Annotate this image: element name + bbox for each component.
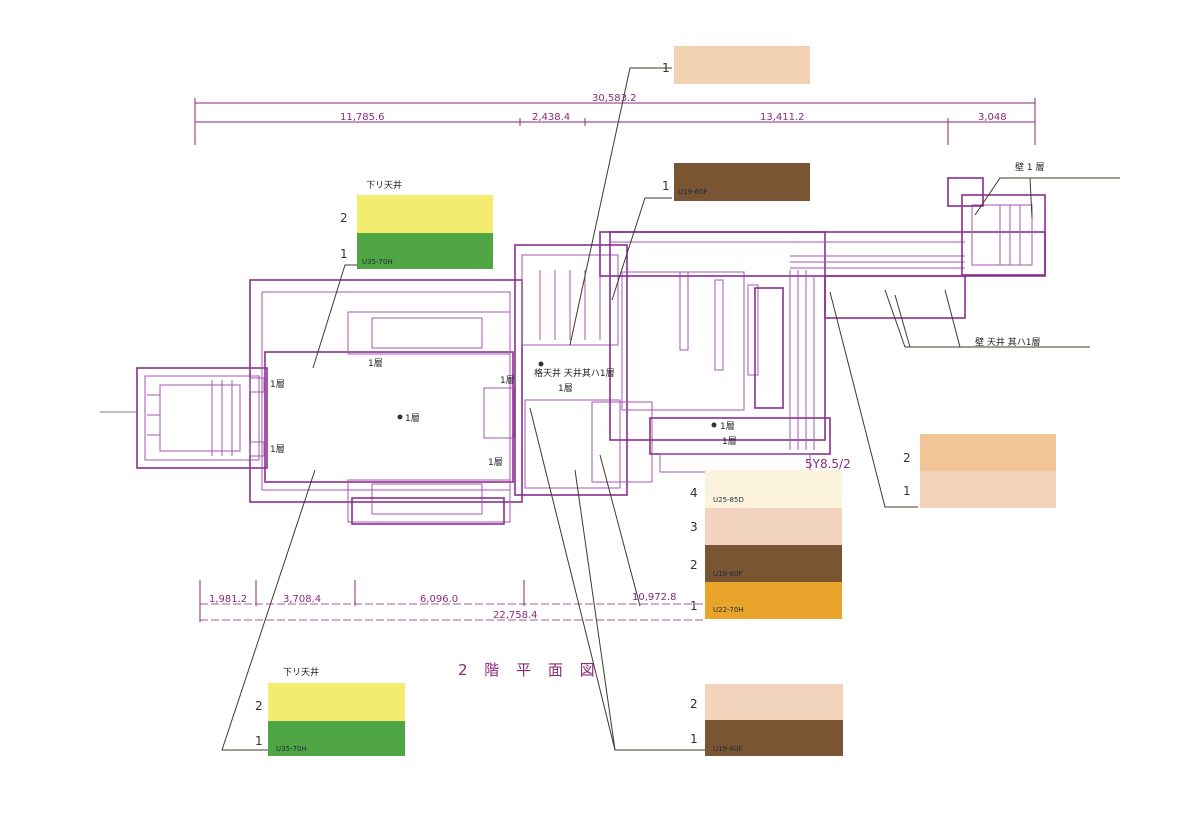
dim-top-total: 30,583.2 — [592, 93, 637, 104]
swatch-number: 1 — [690, 732, 698, 746]
swatch-number: 2 — [903, 451, 911, 465]
swatch-group-6: 下リ天井 2 1 U35-70H — [255, 666, 405, 756]
swatch-number: 1 — [662, 61, 670, 75]
swatch-code: U25-85D — [713, 496, 744, 504]
color-swatch — [705, 470, 842, 508]
swatch-group-4: 2 1 — [903, 434, 1056, 508]
swatch-group-7: 2 1 U19-60F — [690, 684, 843, 756]
swatch-number: 2 — [690, 697, 698, 711]
swatch-code: U19-60F — [713, 570, 743, 578]
color-swatch — [705, 545, 842, 582]
color-swatch — [674, 163, 810, 201]
top-dimension-lines: 30,583.2 11,785.6 2,438.4 13,411.2 3,048 — [194, 93, 1036, 145]
dim-top-3: 13,411.2 — [760, 112, 805, 123]
swatch-code: U35-70H — [362, 258, 393, 266]
label-wall-ceiling: 壁 天井 其ハ1層 — [975, 336, 1040, 348]
label-hall-side: 1層 — [368, 358, 383, 369]
dim-top-2: 2,438.4 — [532, 112, 570, 123]
label-main-hall: 1層 — [405, 413, 420, 424]
swatch-number: 3 — [690, 520, 698, 534]
swatch-code: U19-60F — [713, 745, 743, 753]
label-left-upper: 1層 — [270, 379, 285, 390]
color-swatch — [705, 720, 843, 756]
dim-top-1: 11,785.6 — [340, 112, 385, 123]
swatch-heading: 下リ天井 — [366, 179, 402, 191]
label-center-sub: 1層 — [558, 383, 573, 394]
label-stair-upper: 1層 — [720, 421, 735, 432]
label-left-lower: 1層 — [270, 444, 285, 455]
dim-bottom-4: 22,758.4 — [493, 610, 538, 621]
color-swatch — [268, 683, 405, 721]
swatch-number: 1 — [903, 484, 911, 498]
color-swatch — [705, 582, 842, 619]
bottom-dimension-lines: 1,981.2 3,708.4 6,096.0 22,758.4 10,972.… — [199, 457, 851, 622]
swatch-code: U19-60F — [678, 188, 708, 196]
label-stair-lower: 1層 — [722, 436, 737, 447]
swatch-number: 4 — [690, 486, 698, 500]
swatch-group-1: 1 — [662, 46, 810, 84]
label-center: 格天井 天井其ハ1層 — [534, 367, 615, 379]
swatch-group-5: 4 U25-85D 3 2 U19-60F 1 U22-70H — [690, 470, 842, 619]
label-center-left: 1層 — [500, 375, 515, 386]
color-note: 5Y8.5/2 — [805, 457, 851, 471]
dim-bottom-5: 10,972.8 — [632, 592, 677, 603]
floor-plan — [100, 177, 1046, 525]
swatch-number: 2 — [255, 699, 263, 713]
color-swatch — [705, 684, 843, 720]
page-title: 2 階 平 面 図 — [458, 661, 601, 679]
swatch-number: 1 — [340, 247, 348, 261]
swatch-group-3: 下リ天井 2 1 U35-70H — [340, 179, 493, 269]
dim-bottom-1: 1,981.2 — [209, 594, 247, 605]
color-swatch — [357, 233, 493, 269]
swatch-number: 2 — [690, 558, 698, 572]
swatch-heading: 下リ天井 — [283, 666, 319, 678]
label-center-lower: 1層 — [488, 457, 503, 468]
color-swatch — [705, 508, 842, 545]
swatch-number: 1 — [255, 734, 263, 748]
label-wall: 壁 1 層 — [1015, 161, 1044, 173]
dim-top-4: 3,048 — [978, 112, 1007, 123]
swatch-group-2: 1 U19-60F — [662, 163, 810, 201]
dim-bottom-2: 3,708.4 — [283, 594, 321, 605]
room-labels: 1層 1層 1層 1層 格天井 天井其ハ1層 1層 1層 1層 1層 1層 壁 … — [270, 161, 1044, 679]
swatch-code: U22-70H — [713, 606, 744, 614]
color-swatch — [674, 46, 810, 84]
swatch-number: 1 — [662, 179, 670, 193]
swatch-number: 2 — [340, 211, 348, 225]
color-swatch — [357, 195, 493, 233]
leader-lines — [221, 67, 1120, 751]
color-swatch — [268, 721, 405, 756]
swatch-number: 1 — [690, 599, 698, 613]
dim-bottom-3: 6,096.0 — [420, 594, 458, 605]
swatch-code: U35-70H — [276, 745, 307, 753]
color-swatch — [920, 471, 1056, 508]
color-swatch — [920, 434, 1056, 471]
